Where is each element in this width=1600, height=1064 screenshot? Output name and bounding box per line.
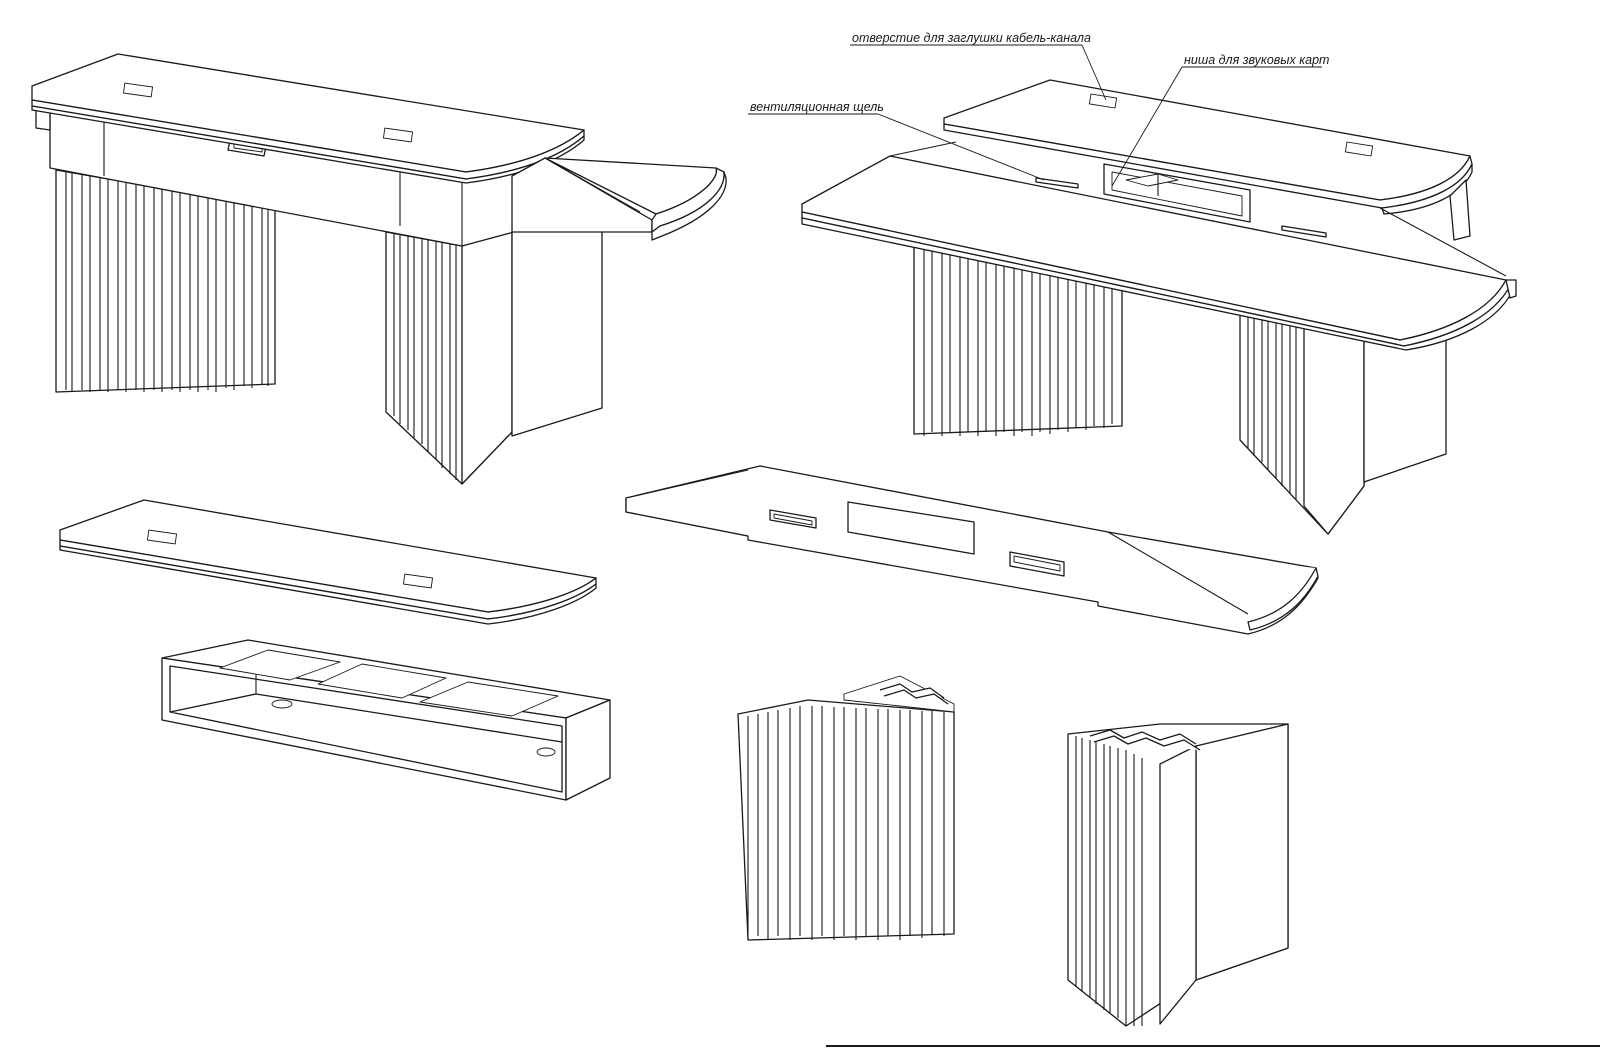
desk-top [31, 53, 585, 184]
upper-shelf [943, 79, 1507, 277]
left-pleated-leg [55, 169, 276, 393]
assembled-desk-view [31, 53, 727, 485]
pleated-leg-module-a [737, 675, 955, 941]
console-main-top [801, 141, 1517, 351]
pleated-leg-module-b [1067, 723, 1289, 1027]
vent-slot-left [1035, 177, 1079, 189]
annotation-vent-slot: вентиляционная щель [748, 100, 1045, 181]
assembled-console-view [801, 79, 1517, 535]
label-cable-plug-hole: отверстие для заглушки кабель-канала [852, 31, 1091, 45]
sound-card-niche [1103, 163, 1251, 223]
side-return [511, 157, 727, 437]
annotation-cable-plug-hole: отверстие для заглушки кабель-канала [850, 31, 1107, 101]
label-vent-slot: вентиляционная щель [750, 100, 884, 114]
loose-desktop-panel [59, 499, 597, 625]
console-right-leg [1239, 311, 1365, 535]
annotation-sound-card-niche: ниша для звуковых карт [1111, 53, 1329, 187]
flat-panel-niche-opening [847, 501, 975, 555]
vent-slot-right [1281, 225, 1327, 238]
right-pleated-leg [385, 229, 513, 485]
label-sound-card-niche: ниша для звуковых карт [1184, 53, 1329, 67]
open-box-frame [161, 639, 611, 801]
flat-console-panel [625, 465, 1319, 635]
console-left-leg [913, 239, 1123, 436]
